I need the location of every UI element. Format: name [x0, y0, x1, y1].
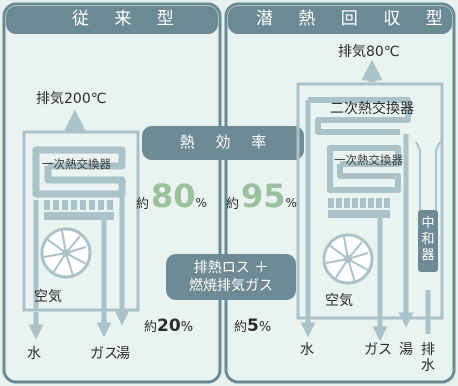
conventional-heater-body [22, 130, 140, 312]
latent-air-label: 空気 [325, 293, 353, 309]
latent-exhaust-label: 排気80℃ [338, 44, 400, 60]
neutralizer-box [418, 210, 438, 272]
neutralizer-label: 中和器 [421, 216, 435, 263]
conventional-exhaust-label: 排気200℃ [36, 91, 107, 107]
latent-heat-header-bar [228, 6, 452, 34]
conventional-primary-exchanger-label: 一次熱交換器 [42, 157, 111, 171]
left-efficiency-value: 80% [151, 180, 207, 212]
conventional-water-label: 水 [27, 346, 41, 362]
latent-heat-title: 潜 熱 回 収 型 [256, 9, 453, 29]
conventional-air-label: 空気 [34, 289, 62, 305]
left-loss-approx: 約 [144, 320, 158, 335]
left-efficiency-approx: 約 [136, 197, 150, 212]
conventional-primary-exchanger-coil [32, 146, 126, 198]
right-loss-value: 約5% [234, 318, 271, 335]
conventional-pipes [28, 194, 130, 340]
right-loss-approx: 約 [234, 320, 248, 335]
efficiency-pill [142, 126, 304, 160]
loss-line-2: 燃焼排気ガス [189, 278, 273, 294]
latent-fan [322, 233, 374, 285]
conventional-gas-label: ガス [90, 346, 118, 362]
loss-line-1: 排熱ロス ＋ [193, 260, 269, 276]
latent-hot-water-label: 湯 [399, 342, 413, 358]
latent-water-label: 水 [300, 342, 314, 358]
right-efficiency-value: 95% [241, 180, 297, 212]
right-efficiency-number: 95 [241, 177, 286, 215]
conventional-title: 従 来 型 [72, 9, 184, 29]
latent-burner-flames [328, 198, 390, 218]
latent-drain-label: 排水 [421, 342, 435, 374]
left-loss-value: 約20% [144, 318, 193, 335]
conventional-fan [40, 227, 92, 279]
conventional-header-bar [6, 6, 218, 34]
latent-secondary-exchanger-label: 二次熱交換器 [330, 101, 414, 117]
conventional-hot-water-label: 湯 [116, 346, 130, 362]
left-efficiency-number: 80 [151, 177, 196, 215]
latent-primary-exchanger-coil [327, 145, 401, 193]
right-loss-number: 5 [247, 316, 259, 336]
latent-pipes [300, 100, 431, 342]
right-loss-unit: % [258, 320, 272, 335]
right-efficiency-unit: % [285, 196, 297, 210]
latent-gas-label: ガス [364, 342, 392, 358]
conventional-burner-flames [44, 200, 114, 220]
left-loss-number: 20 [157, 316, 181, 336]
left-loss-unit: % [180, 320, 194, 335]
drain-pipe [415, 141, 441, 210]
latent-primary-exchanger-label: 一次熱交換器 [334, 153, 403, 167]
latent-secondary-exchanger-coil [308, 97, 411, 135]
right-efficiency-approx: 約 [226, 197, 240, 212]
left-efficiency-unit: % [195, 196, 207, 210]
loss-pill [166, 254, 296, 300]
efficiency-label: 熱 効 率 [179, 133, 275, 151]
latent-heater-body [296, 82, 444, 320]
